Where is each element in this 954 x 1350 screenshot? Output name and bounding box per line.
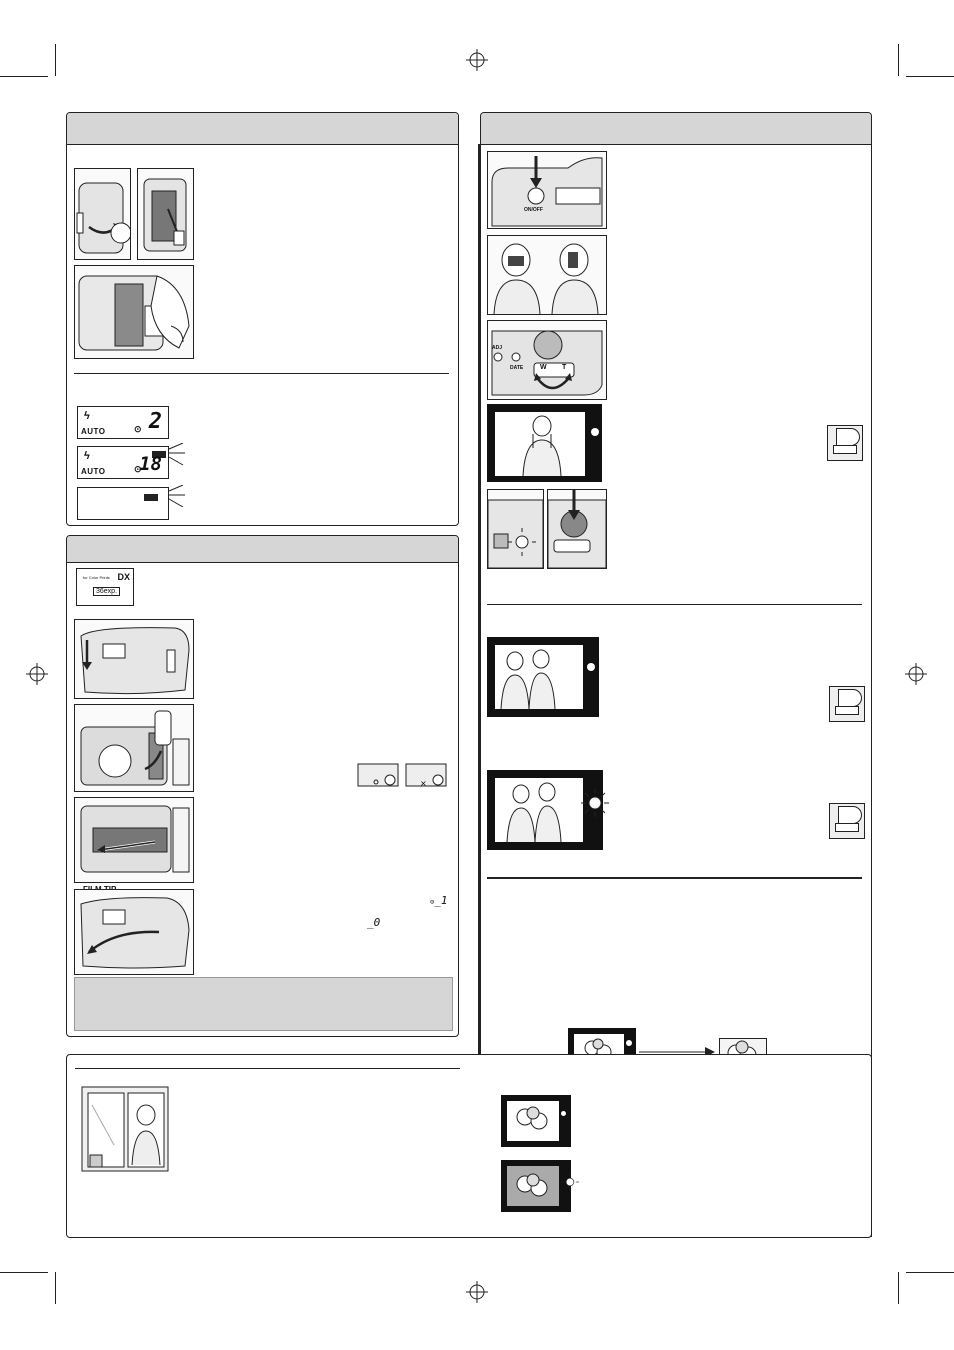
battery-panel-header xyxy=(67,113,458,145)
film-box-dx-mark: DX xyxy=(117,572,130,582)
film-note-box xyxy=(74,977,453,1031)
battery-door-open-figure xyxy=(74,168,131,260)
window-shooting-figure xyxy=(80,1085,170,1173)
flash-icon: ϟ xyxy=(84,450,90,462)
ready-lamp-figure xyxy=(487,489,544,569)
close-back-cover-figure xyxy=(74,889,194,975)
battery-insert-figure xyxy=(74,265,194,359)
registration-mark-bottom xyxy=(466,1281,488,1303)
picture-section-divider-1 xyxy=(487,604,862,605)
viewfinder-lamp-icon xyxy=(587,663,595,671)
panel-connector xyxy=(478,144,480,1056)
battery-panel: ϟ AUTO ⊙ 2 ϟ AUTO ⊙ 18 xyxy=(66,112,459,526)
viewfinder-lamp-icon xyxy=(591,428,599,436)
viewfinder-two-people-figure xyxy=(487,637,599,717)
film-loading-panel: for Color Prints DX 36exp. × xyxy=(66,535,459,1037)
blink-rays-icon xyxy=(168,443,185,466)
self-timer-icon: ⊙ xyxy=(430,898,435,906)
film-loading-panel-header xyxy=(67,536,458,563)
battery-section-divider xyxy=(74,373,449,374)
registration-mark-top xyxy=(466,49,488,71)
viewfinder-portrait-figure xyxy=(487,404,602,482)
holding-camera-figure xyxy=(487,235,607,315)
film-box-text: for Color Prints xyxy=(83,575,110,580)
counter-first-value: 1 xyxy=(440,894,448,907)
zoom-tele-label: T xyxy=(562,364,567,371)
date-button-label: DATE xyxy=(510,365,524,371)
zoom-wide-label: W xyxy=(540,364,547,371)
half-press-button-icon xyxy=(827,425,863,461)
svg-text:×: × xyxy=(420,779,427,788)
on-off-label: ON/OFF xyxy=(524,207,543,213)
flash-icon: ϟ xyxy=(84,410,90,422)
blinking-lamp-icon xyxy=(561,1173,579,1191)
cautions-panel xyxy=(66,1054,872,1238)
power-button-figure: ON/OFF xyxy=(487,151,607,229)
film-box-exposure-count: 36exp. xyxy=(93,587,121,596)
self-timer-icon: ⊙ xyxy=(134,424,142,434)
viewfinder-lamp-icon xyxy=(626,1040,632,1046)
counter-first-frame: ⊙_1 xyxy=(430,894,448,907)
battery-icon xyxy=(152,451,166,458)
lcd-flash-mode: AUTO xyxy=(81,467,106,476)
film-box-figure: for Color Prints DX 36exp. xyxy=(76,568,134,606)
self-timer-icon: ⊙ xyxy=(134,464,142,474)
battery-compartment-figure xyxy=(137,168,194,260)
viewfinder-close-up-lamp-blink-figure xyxy=(501,1160,571,1212)
viewfinder-close-up-lamp-on-figure xyxy=(501,1095,571,1147)
registration-mark-left xyxy=(26,663,48,685)
picture-section-divider-2 xyxy=(487,877,862,879)
viewfinder-focus-lock-figure xyxy=(487,770,603,850)
adj-button-label: ADJ xyxy=(492,345,503,351)
lcd-display-battery-exhausted xyxy=(77,487,169,520)
open-back-cover-figure xyxy=(74,619,194,699)
zoom-lever-figure: ADJ DATE W T xyxy=(487,320,607,400)
blink-rays-icon xyxy=(168,485,185,507)
lcd-frame-counter: 2 xyxy=(148,409,162,434)
insert-cartridge-figure xyxy=(74,704,194,792)
battery-icon xyxy=(144,494,158,501)
blinking-lamp-icon xyxy=(581,789,609,817)
viewfinder-lamp-icon xyxy=(561,1111,566,1116)
lcd-display-low-battery: ϟ AUTO ⊙ 18 xyxy=(77,446,169,479)
lcd-flash-mode: AUTO xyxy=(81,427,106,436)
lcd-frame-counter: 18 xyxy=(139,453,162,475)
cautions-divider xyxy=(75,1068,460,1069)
full-press-button-icon xyxy=(829,803,865,839)
registration-mark-right xyxy=(905,663,927,685)
counter-zero-value: 0 xyxy=(373,916,381,929)
counter-zero-frame: _0 xyxy=(367,916,381,929)
half-press-button-icon xyxy=(829,686,865,722)
cartridge-correct-incorrect-figure: × xyxy=(357,763,447,788)
pull-film-leader-figure xyxy=(74,797,194,883)
taking-pictures-panel-header xyxy=(481,113,871,145)
lcd-display-normal: ϟ AUTO ⊙ 2 xyxy=(77,406,169,439)
shutter-press-figure xyxy=(547,489,607,569)
